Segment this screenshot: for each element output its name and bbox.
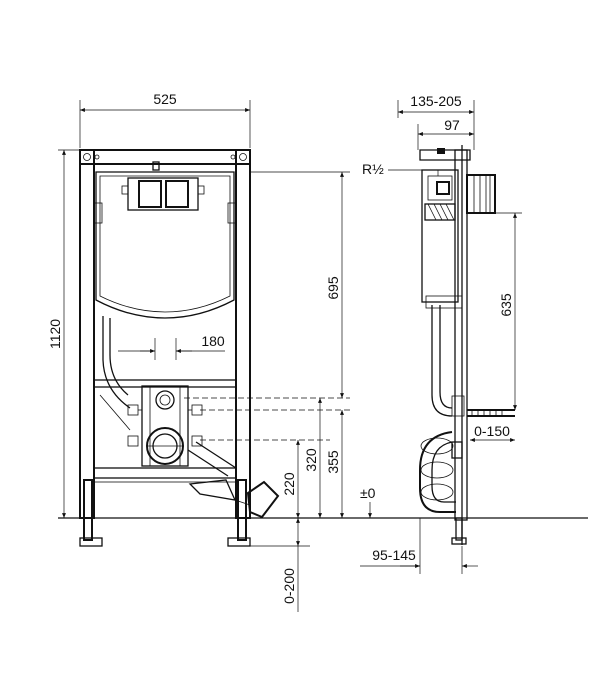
side-depth-label: 135-205 <box>410 93 462 109</box>
side-flush-height-label: 635 <box>498 293 514 317</box>
frame-feet <box>79 479 251 547</box>
dim-drain-height: 320 <box>303 398 322 518</box>
outlet-height-label: 220 <box>281 472 297 496</box>
foot-adjust-label: 0-200 <box>281 568 297 604</box>
side-bottom-depth-label: 95-145 <box>372 547 416 563</box>
dim-front-width: 525 <box>79 91 251 148</box>
side-stud-range-label: 0-150 <box>474 423 510 439</box>
drain-bracket <box>127 385 203 467</box>
dim-side-top: 97 <box>417 117 474 150</box>
frame-posts <box>79 149 251 519</box>
floor-level-marker: ±0 <box>360 485 376 519</box>
dim-flush-plate-height: 695 <box>250 171 350 398</box>
frame-crossbars <box>93 379 237 483</box>
side-valve <box>424 203 456 221</box>
dim-side-depth: 135-205 <box>397 93 475 150</box>
drain-height-label: 320 <box>303 448 319 472</box>
side-flush-pipe <box>431 305 465 417</box>
side-drain-elbow <box>419 431 463 513</box>
dim-inlet-height: 355 <box>325 410 344 518</box>
side-view: 135-205 97 R½ 635 0-150 ±0 <box>360 93 522 574</box>
front-view: 525 1120 695 180 320 <box>47 91 588 612</box>
dim-outlet-height: 220 <box>281 440 300 518</box>
floor-level-label: ±0 <box>360 485 376 501</box>
waste-outlet <box>188 479 280 519</box>
inlet-height-label: 355 <box>325 450 341 474</box>
dim-foot-adjust: 0-200 <box>250 518 310 612</box>
dim-side-stud-range: 0-150 <box>470 423 515 442</box>
flush-plate-height-label: 695 <box>325 276 341 300</box>
side-top-label: 97 <box>444 117 460 133</box>
cistern <box>93 161 237 319</box>
side-actuator-cylinder <box>466 174 496 214</box>
pipe-spacing-label: 180 <box>201 333 225 349</box>
dim-side-flush-height: 635 <box>495 212 522 410</box>
side-frame <box>419 148 471 521</box>
flush-pipe <box>99 316 131 431</box>
dim-front-height: 1120 <box>47 149 80 518</box>
diagonal-brace <box>187 441 237 477</box>
front-width-label: 525 <box>153 91 177 107</box>
connection-label: R½ <box>362 161 384 177</box>
side-foot <box>451 517 467 545</box>
front-height-label: 1120 <box>47 319 63 349</box>
flush-actuator <box>121 177 205 211</box>
connection-callout: R½ <box>362 161 439 177</box>
dim-side-bottom-depth: 95-145 <box>360 518 478 574</box>
side-studs <box>467 409 515 417</box>
dim-pipe-spacing: 180 <box>118 333 225 360</box>
